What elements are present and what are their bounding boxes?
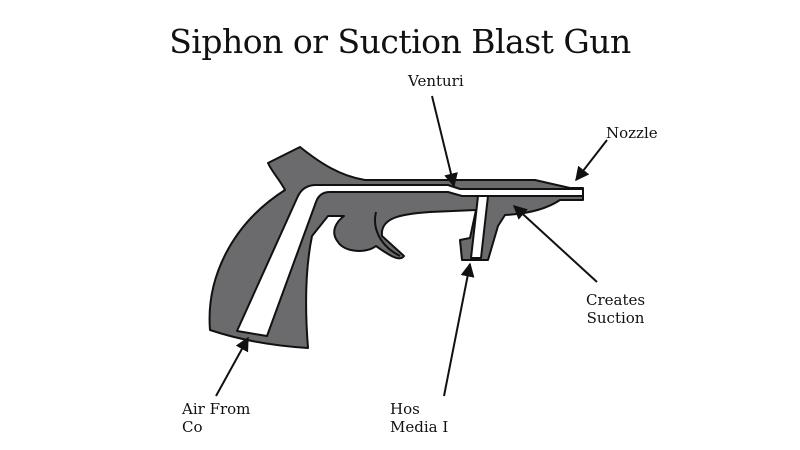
- venturi-label: Venturi: [408, 72, 464, 90]
- nozzle-label: Nozzle: [606, 124, 658, 142]
- media-channel: [470, 195, 489, 259]
- creates-suction-label: Creates Suction: [586, 291, 646, 327]
- suction-arrow: [512, 205, 598, 283]
- hose-arrow: [443, 262, 475, 397]
- nozzle-arrow: [575, 139, 608, 182]
- air-arrow: [215, 336, 249, 397]
- trigger: [374, 211, 401, 257]
- diagram-title: Siphon or Suction Blast Gun: [169, 22, 631, 61]
- air-from-label: Air From Co: [182, 400, 251, 436]
- venturi-arrow: [431, 95, 458, 188]
- air-passage: [236, 184, 584, 337]
- hose-media-label: Hos Media I: [390, 400, 449, 436]
